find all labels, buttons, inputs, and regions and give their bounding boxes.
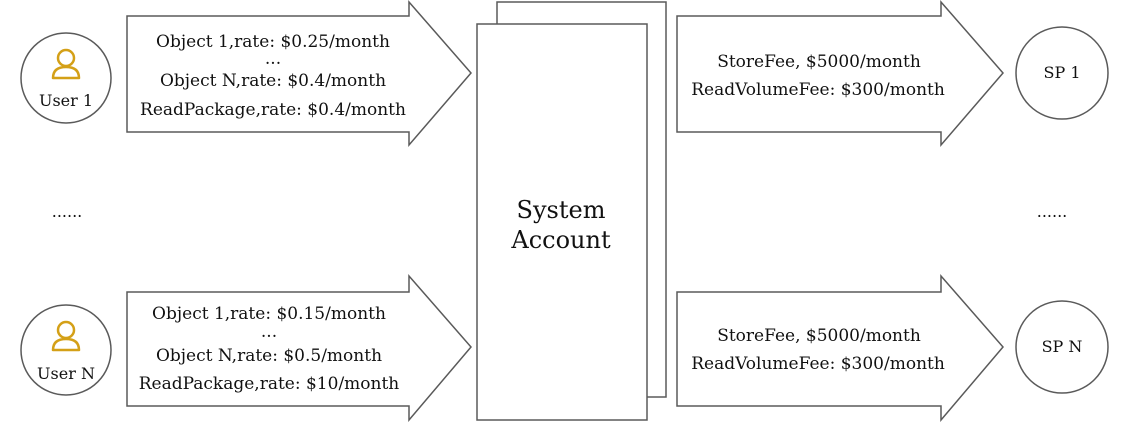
rate-line-object-n: Object N,rate: $0.4/month <box>160 71 386 91</box>
rate-line-object-n: Object N,rate: $0.5/month <box>156 346 382 366</box>
user-label: User 1 <box>39 91 93 110</box>
system-account-title-line-2: Account <box>510 226 611 254</box>
user-1-payment-arrow: Object 1,rate: $0.25/month ... Object N,… <box>126 0 472 148</box>
rate-line-object-1: Object 1,rate: $0.25/month <box>156 32 390 52</box>
sp-n-fee-arrow: StoreFee, $5000/month ReadVolumeFee: $30… <box>676 274 1004 422</box>
rate-line-ellipsis: ... <box>265 49 281 69</box>
system-account-title-line-1: System <box>517 196 606 224</box>
user-n-payment-arrow: Object 1,rate: $0.15/month ... Object N,… <box>126 274 472 422</box>
sp-n-node: SP N <box>1015 300 1109 394</box>
sp-label: SP 1 <box>1044 63 1081 82</box>
rate-line-read-package: ReadPackage,rate: $10/month <box>139 374 400 394</box>
system-account: System Account <box>476 1 667 421</box>
store-fee-line: StoreFee, $5000/month <box>717 52 921 72</box>
user-label: User N <box>37 364 95 383</box>
rate-line-object-1: Object 1,rate: $0.15/month <box>152 304 386 324</box>
rate-line-read-package: ReadPackage,rate: $0.4/month <box>140 100 406 120</box>
users-ellipsis: ...... <box>52 202 83 221</box>
providers-ellipsis: ...... <box>1037 202 1068 221</box>
user-icon <box>51 320 81 352</box>
sp-1-fee-arrow: StoreFee, $5000/month ReadVolumeFee: $30… <box>676 0 1004 148</box>
user-1-node: User 1 <box>20 32 112 124</box>
read-volume-fee-line: ReadVolumeFee: $300/month <box>691 80 945 100</box>
sp-1-node: SP 1 <box>1015 26 1109 120</box>
store-fee-line: StoreFee, $5000/month <box>717 326 921 346</box>
user-n-node: User N <box>20 304 112 396</box>
user-icon <box>51 48 81 80</box>
rate-line-ellipsis: ... <box>261 322 277 342</box>
read-volume-fee-line: ReadVolumeFee: $300/month <box>691 354 945 374</box>
sp-label: SP N <box>1042 337 1083 356</box>
system-account-front-card <box>476 23 648 421</box>
